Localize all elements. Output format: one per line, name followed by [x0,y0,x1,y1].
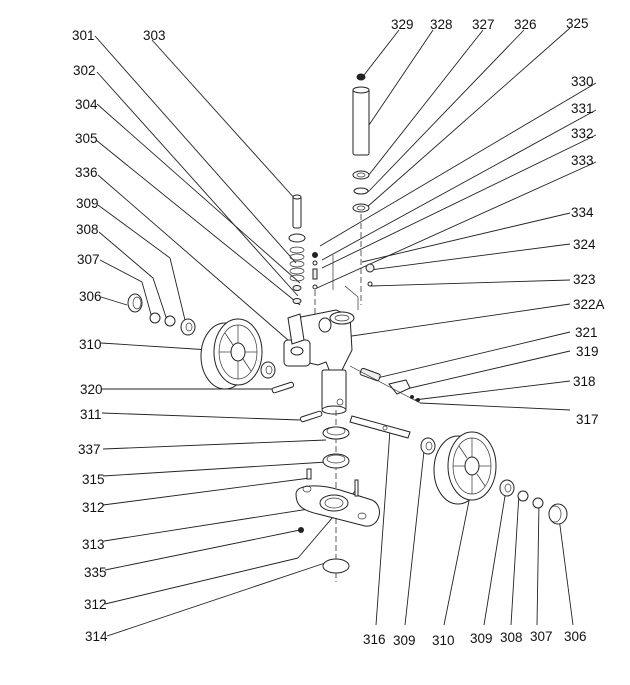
label-324: 324 [573,237,596,252]
seal-325 [352,203,370,213]
bearing-315 [322,453,350,469]
circlip-314 [322,558,350,574]
label-335: 335 [84,565,107,580]
label-320: 320 [80,382,103,397]
label-323: 323 [573,272,596,287]
label-309-bottom-1: 309 [393,633,416,648]
label-301: 301 [72,28,95,43]
label-331: 331 [571,101,594,116]
label-318: 318 [573,374,596,389]
nipple-335 [298,527,304,533]
label-305: 305 [75,131,98,146]
label-326: 326 [514,17,537,32]
label-311: 311 [80,407,102,422]
label-309-bottom-2: 309 [470,631,493,646]
label-315: 315 [82,472,105,487]
label-321: 321 [575,325,598,340]
label-328: 328 [430,17,453,32]
seal-327 [352,170,370,180]
label-337: 337 [78,442,101,457]
pin-312b [354,479,359,497]
turntable-assembly [295,410,380,582]
ring-304 [292,285,302,291]
label-307-left: 307 [77,252,100,267]
seal-337 [322,426,350,440]
label-316: 316 [363,632,386,647]
ball-329 [356,73,366,81]
label-313: 313 [82,537,105,552]
label-312-top: 312 [82,500,105,515]
label-327: 327 [472,17,495,32]
axle-316 [349,415,411,439]
label-314: 314 [85,629,108,644]
label-303: 303 [143,28,166,43]
bearing-309a [180,318,196,336]
circlip-307a [149,312,161,324]
label-306-left: 306 [79,289,102,304]
piston-328 [352,88,370,156]
label-317: 317 [576,412,599,427]
cap-306a [127,293,143,313]
label-310-left: 310 [79,337,102,352]
ring-308b [517,490,529,502]
pump-body [283,309,355,415]
label-336: 336 [75,165,98,180]
bearing-309b [420,437,436,455]
label-308-left: 308 [76,222,99,237]
washer-301 [288,233,306,243]
bearing-309c [499,479,515,497]
cylinder-stack [352,73,370,305]
pin-312a [306,468,312,480]
circlip-307b [532,497,544,509]
label-322A: 322A [573,297,605,312]
label-302: 302 [73,63,96,78]
label-334: 334 [571,205,594,220]
right-wheel-assembly [420,431,568,525]
label-333: 333 [571,153,594,168]
ring-326 [353,187,369,195]
spring-302 [289,246,305,282]
label-306-bottom: 306 [564,629,587,644]
label-319: 319 [576,344,599,359]
ring-308a [164,315,176,327]
valve-parts [312,252,375,318]
label-309-left: 309 [76,196,99,211]
ring-305 [292,298,302,304]
release-linkage [349,365,421,404]
label-310-bottom: 310 [432,633,455,648]
label-312-bottom: 312 [84,597,107,612]
lever-319 [388,379,411,395]
label-308-bottom: 308 [500,630,523,645]
label-330: 330 [571,74,594,89]
pump-piston-303 [292,195,302,229]
left-wheel-assembly [127,293,276,390]
pins [271,381,323,423]
pump-piston-stack [288,194,306,304]
label-304: 304 [75,97,98,112]
valve-321 [359,367,381,382]
label-307-bottom: 307 [530,629,553,644]
label-329: 329 [391,17,414,32]
label-332: 332 [571,126,594,141]
label-325: 325 [566,16,589,31]
part-labels: 301 303 302 304 305 336 309 308 307 306 … [72,16,605,648]
